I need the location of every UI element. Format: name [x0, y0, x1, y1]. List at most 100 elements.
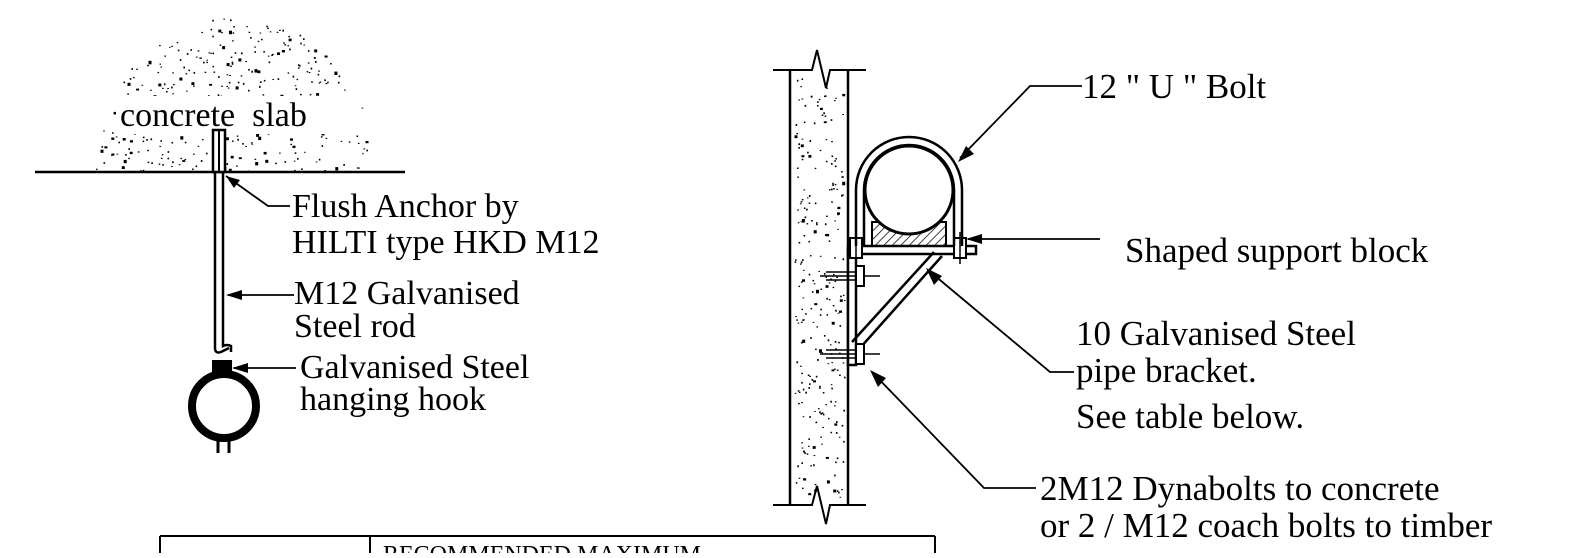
concrete-speck: [842, 362, 845, 364]
concrete-speck: [184, 159, 187, 161]
concrete-speck: [343, 164, 345, 166]
concrete-speck: [183, 66, 185, 69]
concrete-speck: [834, 401, 837, 403]
concrete-speck: [246, 26, 248, 28]
concrete-speck: [819, 349, 822, 353]
bolts-leader: [871, 371, 1036, 489]
concrete-speck: [819, 107, 823, 111]
concrete-speck: [266, 25, 268, 28]
concrete-speck: [235, 86, 239, 90]
concrete-speck: [810, 337, 812, 339]
concrete-speck: [318, 158, 321, 161]
concrete-speck: [802, 388, 805, 391]
concrete-speck: [232, 40, 234, 42]
concrete-speck: [810, 465, 812, 467]
concrete-speck: [842, 461, 845, 463]
concrete-speck: [798, 285, 800, 288]
concrete-speck: [822, 392, 825, 394]
concrete-speck: [821, 412, 824, 415]
concrete-speck: [287, 72, 290, 74]
concrete-speck: [826, 215, 828, 217]
concrete-speck: [327, 81, 329, 84]
concrete-speck: [231, 63, 234, 65]
concrete-speck: [115, 136, 118, 138]
concrete-speck: [832, 184, 834, 186]
concrete-speck: [315, 61, 317, 63]
concrete-speck: [191, 82, 195, 86]
concrete-speck: [212, 52, 214, 55]
concrete-speck: [231, 61, 234, 64]
concrete-speck: [193, 71, 196, 74]
concrete-speck: [834, 368, 836, 370]
concrete-speck: [310, 67, 313, 70]
galvanised-rod: [213, 172, 225, 338]
concrete-speck: [272, 53, 274, 56]
concrete-speck: [263, 79, 266, 82]
concrete-speck: [201, 31, 203, 34]
concrete-speck: [179, 59, 182, 61]
concrete-speck: [832, 182, 834, 185]
concrete-speck: [221, 85, 223, 87]
concrete-speck: [159, 63, 162, 65]
concrete-speck: [801, 462, 803, 464]
concrete-speck: [797, 209, 799, 211]
concrete-speck: [212, 19, 214, 22]
concrete-speck: [237, 138, 239, 141]
concrete-speck: [826, 480, 830, 484]
concrete-speck: [829, 189, 831, 191]
concrete-speck: [804, 104, 807, 107]
concrete-speck: [819, 314, 822, 316]
concrete-speck: [284, 161, 287, 163]
concrete-speck: [218, 29, 222, 33]
concrete-speck: [113, 111, 117, 115]
concrete-speck: [811, 220, 813, 222]
concrete-speck: [257, 70, 261, 74]
concrete-speck: [238, 157, 242, 160]
concrete-speck: [171, 86, 173, 89]
concrete-speck: [833, 188, 835, 190]
concrete-speck: [127, 82, 131, 86]
concrete-speck: [294, 152, 297, 154]
concrete-speck: [315, 161, 318, 163]
concrete-speck: [366, 149, 368, 152]
concrete-speck: [837, 212, 840, 215]
concrete-speck: [834, 183, 837, 186]
concrete-speck: [267, 55, 270, 57]
concrete-speck: [797, 390, 800, 392]
concrete-speck: [259, 32, 262, 34]
concrete-speck: [142, 169, 145, 171]
concrete-speck: [318, 82, 321, 84]
concrete-speck: [801, 321, 803, 323]
concrete-speck: [186, 53, 189, 55]
concrete-speck: [263, 151, 267, 155]
concrete-speck: [801, 219, 805, 223]
concrete-speck: [254, 46, 256, 48]
concrete-speck: [142, 140, 145, 143]
concrete-speck: [798, 402, 800, 405]
concrete-speck: [162, 164, 164, 166]
hanging-hook: [188, 338, 260, 453]
concrete-speck: [150, 138, 153, 141]
concrete-speck: [819, 411, 821, 414]
concrete-speck: [816, 289, 819, 294]
concrete-speck: [221, 31, 223, 34]
concrete-speck: [843, 300, 846, 301]
concrete-speck: [839, 299, 843, 302]
concrete-speck: [298, 67, 300, 69]
concrete-speck: [794, 135, 798, 139]
concrete-speck: [182, 160, 186, 162]
concrete-speck: [251, 143, 254, 145]
concrete-speck: [272, 79, 274, 81]
concrete-speck: [254, 158, 257, 160]
concrete-speck: [275, 162, 277, 165]
concrete-speck: [823, 112, 825, 115]
concrete-speck: [228, 81, 231, 84]
concrete-speck: [808, 493, 812, 496]
concrete-speck: [836, 188, 838, 190]
concrete-speck: [801, 155, 805, 158]
concrete-speck: [830, 384, 833, 386]
concrete-speck: [838, 341, 840, 344]
concrete-speck: [251, 70, 253, 73]
concrete-speck: [256, 133, 260, 137]
